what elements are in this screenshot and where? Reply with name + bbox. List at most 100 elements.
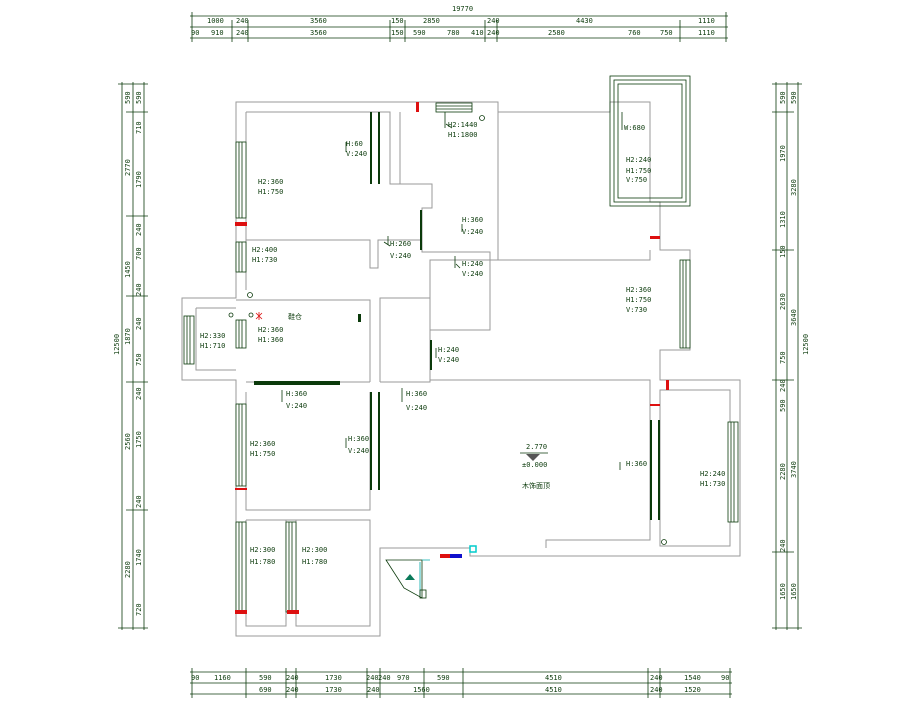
red-marker [666, 380, 669, 390]
left-inner-dim: 240 [135, 495, 143, 508]
top-row1-dim: 240 [236, 17, 249, 25]
top-row2-dim: 240 [487, 29, 500, 37]
right-inner-dim: 750 [779, 351, 787, 364]
bottom-row1-dim: 590 [259, 674, 272, 682]
column-circle [248, 312, 254, 318]
red-marker [287, 610, 299, 614]
label-r18-a: H2:240 [626, 156, 651, 164]
label-r8-b: H1:710 [200, 342, 225, 350]
label-r19-b: H1:750 [626, 296, 651, 304]
label-r9-a: H2:360 [258, 326, 283, 334]
top-total-dim: 19770 [452, 5, 473, 13]
top-row2-dim: 410 [471, 29, 484, 37]
bottom-row2-dim: 240 [367, 686, 380, 694]
bottom-row2-dim: 1560 [413, 686, 430, 694]
top-row2-dim: 150 [391, 29, 404, 37]
bottom-row1-dim: 240 [378, 674, 391, 682]
left-inner-dim: 590 [135, 91, 143, 104]
top-row2-dim: 90 [191, 29, 199, 37]
top-row1-dim: 2850 [423, 17, 440, 25]
top-row2-dim: 3560 [310, 29, 327, 37]
right-outer-dim: 590 [790, 91, 798, 104]
window-bottom-left-b [285, 521, 297, 613]
bottom-row2-dim: 1520 [684, 686, 701, 694]
inner-wall [246, 111, 499, 261]
red-marker [650, 236, 660, 239]
top-row1-dim: 150 [391, 17, 404, 25]
top-row1-dim: 4430 [576, 17, 593, 25]
label-r12-b: V:240 [406, 404, 427, 412]
left-inner-dim: 1790 [135, 171, 143, 188]
bottom-row1-dim: 240 [650, 674, 663, 682]
label-r10-b: V:240 [438, 356, 459, 364]
left-inner-dim: 240 [135, 317, 143, 330]
label-r16-a: H2:300 [302, 546, 327, 554]
room-labels: H:60 V:240 H2:1440 H1:1800 H2:360 H1:750… [200, 121, 725, 566]
bottom-row2-dim: 240 [650, 686, 663, 694]
balcony-railing [609, 75, 691, 207]
right-inner-dim: 2280 [779, 463, 787, 480]
label-r20-a: H:360 [626, 460, 647, 468]
label-r15-a: H2:300 [250, 546, 275, 554]
level-marker-icon [405, 574, 415, 580]
right-inner-dim: 1650 [779, 583, 787, 600]
top-row2-dim: 2580 [548, 29, 565, 37]
left-inner-dim: 1740 [135, 549, 143, 566]
window-right-bedroom [679, 259, 691, 349]
bottom-row1-dim: 240 [286, 674, 299, 682]
label-r7-b: V:240 [462, 270, 483, 278]
top-row2-dim: 590 [413, 29, 426, 37]
label-r3-a: H2:360 [258, 178, 283, 186]
left-inner-dim: 240 [135, 223, 143, 236]
bottom-row2-dim: 1730 [325, 686, 342, 694]
label-r21-a: H2:240 [700, 470, 725, 478]
red-marker [440, 554, 450, 558]
window-hall [235, 319, 247, 349]
label-r18-c: V:750 [626, 176, 647, 184]
left-inner-dim: 1750 [135, 431, 143, 448]
top-row1-dim: 1110 [698, 17, 715, 25]
bottom-row1-dim: 90 [721, 674, 729, 682]
label-r7-a: H:240 [462, 260, 483, 268]
bottom-dimension-chain: 90 1160 590 240 1730 240 240 970 590 451… [190, 668, 732, 698]
label-r4-a: H2:400 [252, 246, 277, 254]
bottom-row1-dim: 970 [397, 674, 410, 682]
right-dimension-chain: 12500 590 3280 3640 3740 1650 590 1970 1… [772, 82, 810, 630]
window-top-kitchen [435, 102, 473, 113]
top-row2-dim: 240 [236, 29, 249, 37]
asterisk-icon [255, 312, 263, 320]
top-row1-dim: 240 [487, 17, 500, 25]
bottom-row1-dim: 4510 [545, 674, 562, 682]
top-row2-dim: 1110 [698, 29, 715, 37]
label-r17-a: W:680 [624, 124, 645, 132]
label-r5-a: H:260 [390, 240, 411, 248]
marker-red-group [235, 102, 669, 614]
window-left-upper [235, 141, 247, 219]
partition-walls-dark [254, 112, 660, 520]
red-marker [416, 102, 419, 112]
label-r4-b: H1:730 [252, 256, 277, 264]
label-r6-b: V:240 [462, 228, 483, 236]
right-inner-dim: 2630 [779, 293, 787, 310]
label-r19-a: H2:360 [626, 286, 651, 294]
cyan-marker [469, 545, 477, 553]
utility-enclosure [385, 559, 423, 599]
right-outer-dim: 1650 [790, 583, 798, 600]
right-inner-dim: 240 [779, 379, 787, 392]
label-r5-b: V:240 [390, 252, 411, 260]
label-r3-b: H1:750 [258, 188, 283, 196]
windows [183, 102, 739, 613]
right-inner-dim: 590 [779, 91, 787, 104]
label-r18-b: H1:750 [626, 167, 651, 175]
bottom-row2-dim: 4510 [545, 686, 562, 694]
window-west [183, 315, 195, 365]
bottom-row1-dim: 1160 [214, 674, 231, 682]
elevation-marker-icon [526, 454, 540, 461]
left-inner-dim: 710 [135, 121, 143, 134]
label-r1-a: H:60 [346, 140, 363, 148]
label-r19-c: V:730 [626, 306, 647, 314]
window-right-lower [727, 421, 739, 523]
right-outer-dim: 3280 [790, 179, 798, 196]
label-r2-a: H2:1440 [448, 121, 478, 129]
